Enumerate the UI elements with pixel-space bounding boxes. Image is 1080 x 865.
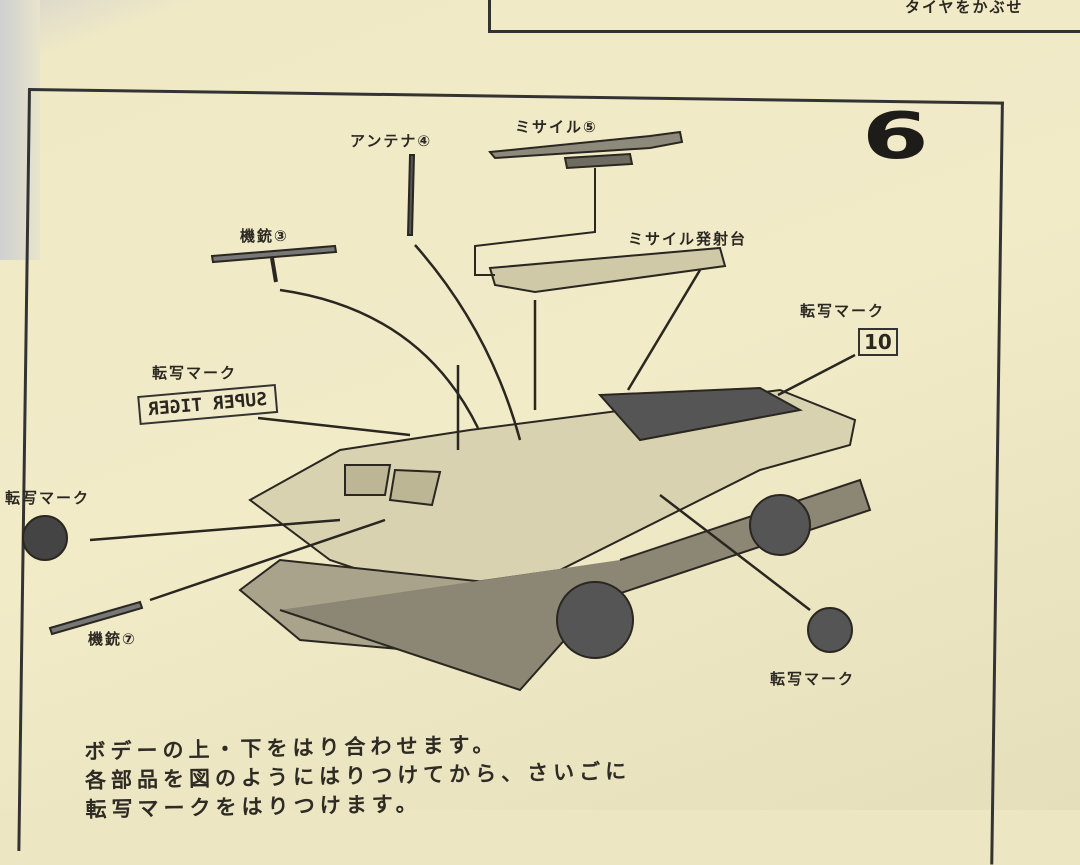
vehicle-body	[248, 388, 857, 592]
sheet-edge	[0, 0, 40, 260]
previous-step-text: タイヤをかぶせ	[905, 0, 1024, 16]
decal-side	[22, 515, 68, 561]
label-missile: ミサイル⑤	[515, 118, 598, 136]
decal-bottom	[807, 607, 853, 653]
label-missile-launcher: ミサイル発射台	[628, 230, 748, 248]
step-number: 6	[862, 100, 929, 174]
antenna-part	[406, 154, 416, 236]
decal-number: 10	[858, 328, 898, 356]
previous-step-frame	[488, 0, 1080, 33]
label-machine-gun-7: 機銃⑦	[88, 630, 137, 648]
label-antenna: アンテナ④	[350, 132, 433, 150]
missile-part	[488, 130, 684, 160]
label-machine-gun-3: 機銃③	[240, 227, 289, 245]
machine-gun-3-part	[210, 244, 338, 264]
label-decal-top-right: 転写マーク	[800, 302, 886, 320]
label-decal-left: 転写マーク	[152, 364, 238, 382]
missile-launcher-part	[488, 246, 727, 294]
label-decal-bottom: 転写マーク	[770, 670, 856, 688]
vehicle-diagram	[22, 130, 872, 692]
machine-gun-7-part	[48, 600, 144, 636]
label-decal-side: 転写マーク	[5, 489, 91, 507]
instruction-sheet	[0, 0, 1080, 810]
instruction-text: ボデーの上・下をはり合わせます。 各部品を図のようにはりつけてから、さいごに 転…	[84, 728, 632, 825]
